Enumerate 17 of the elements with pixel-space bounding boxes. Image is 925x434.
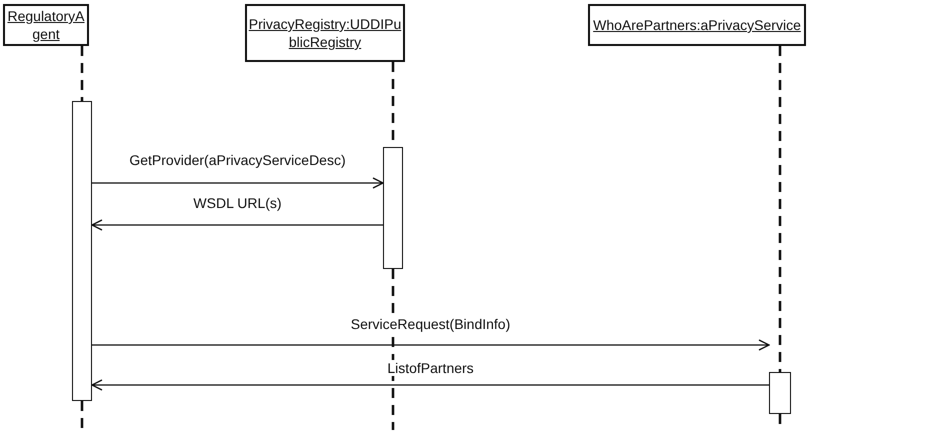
message-arrow (92, 177, 384, 189)
message-label: GetProvider(aPrivacyServiceDesc) (127, 152, 348, 168)
lifeline-header (588, 4, 806, 46)
lifeline (80, 46, 84, 101)
message-label: WSDL URL(s) (191, 195, 284, 211)
message-arrow (91, 379, 769, 391)
message-arrow (91, 219, 383, 231)
lifeline (778, 46, 782, 372)
message-label: ServiceRequest(BindInfo) (348, 316, 512, 332)
object-name: RegulatoryAgent (6, 7, 86, 43)
message-arrow (92, 339, 770, 351)
activation-bar (383, 147, 403, 269)
activation-bar (72, 101, 92, 401)
lifeline-header (245, 4, 405, 62)
object-name: PrivacyRegistry:UDDIPublicRegistry (248, 15, 402, 51)
activation-bar (769, 372, 791, 414)
object-name: WhoArePartners:aPrivacyService (593, 16, 801, 34)
